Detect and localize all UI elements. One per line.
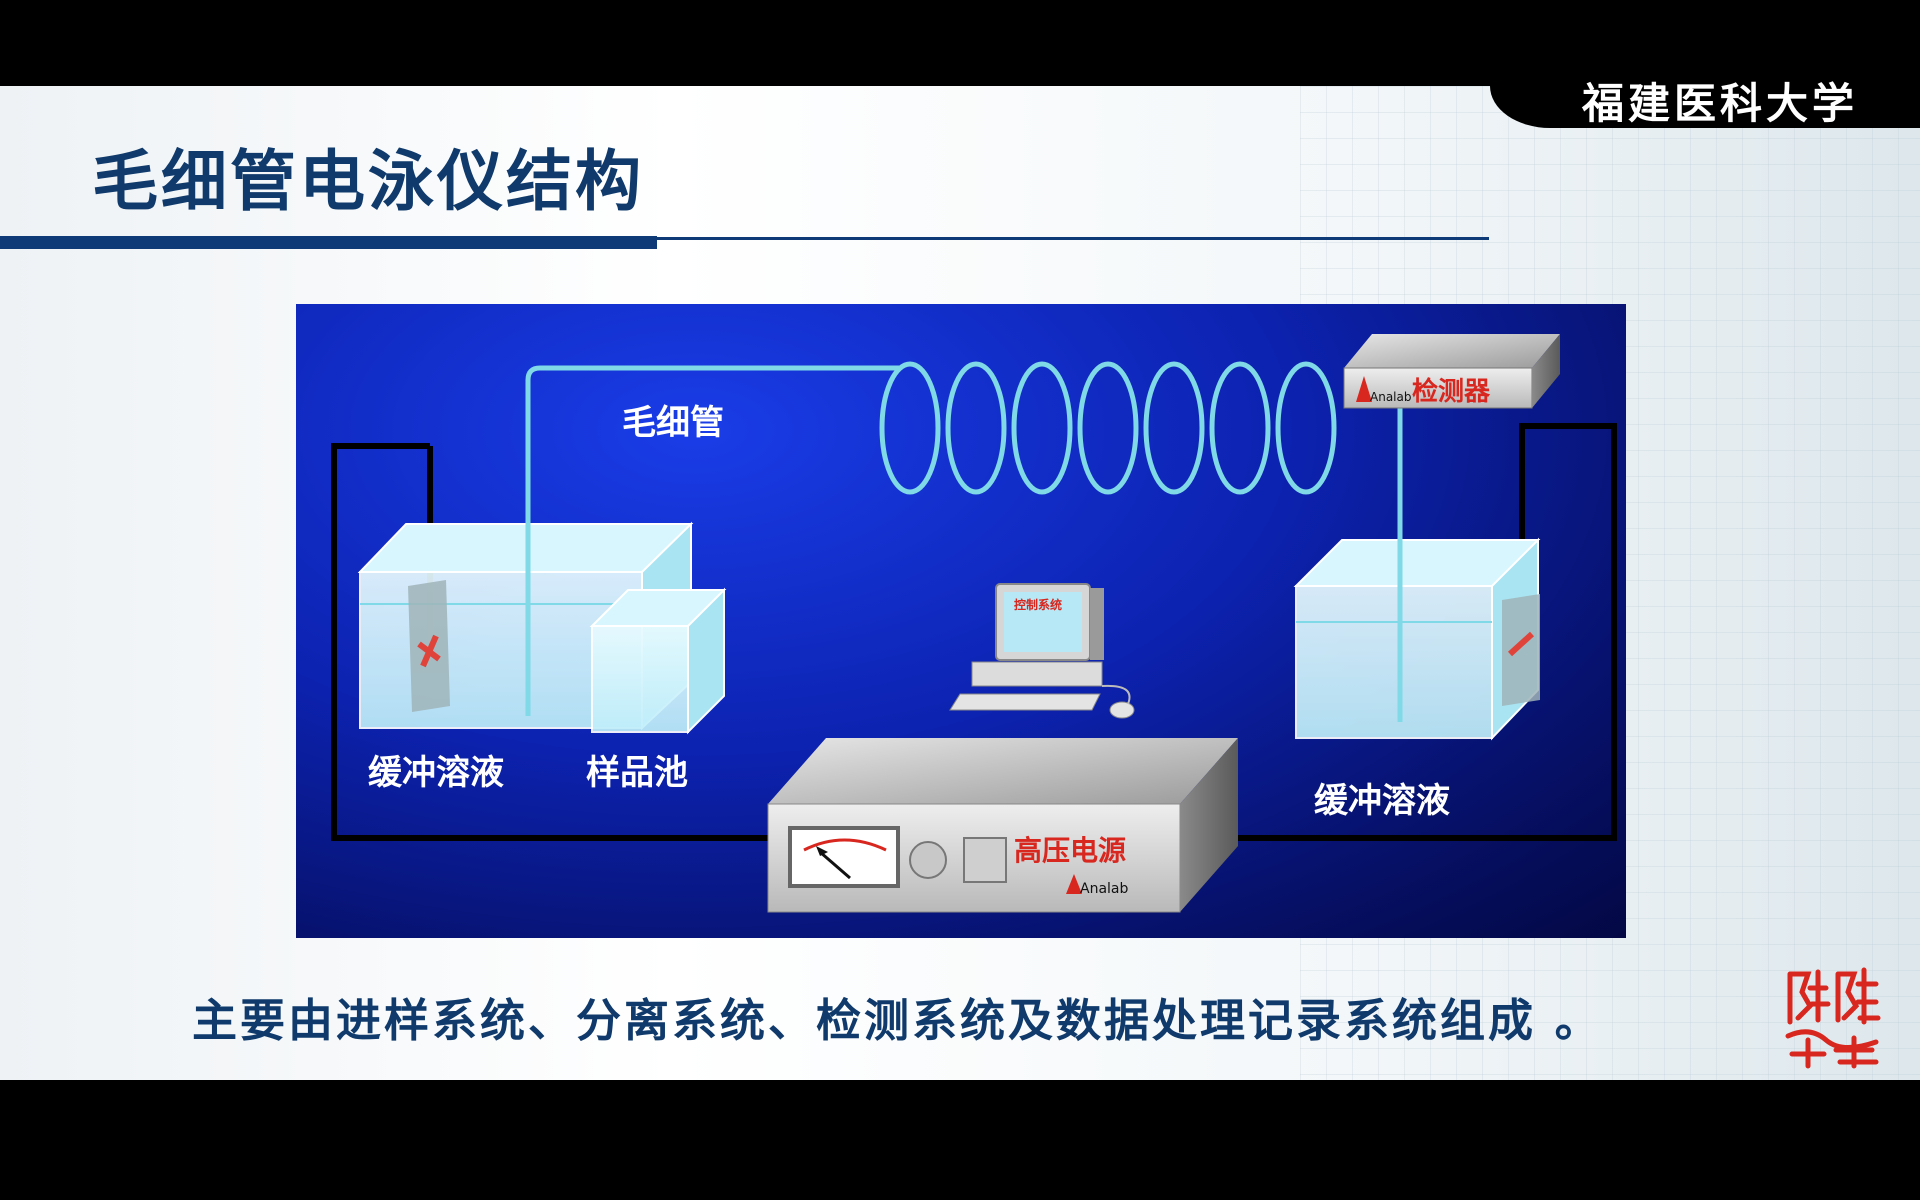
- switch-icon: [963, 837, 1007, 883]
- analab-logo-icon: [1356, 376, 1372, 402]
- ce-instrument-diagram: Analab 检测器 控制系统: [296, 304, 1626, 938]
- detector-label: 检测器: [1412, 376, 1491, 407]
- detector-unit: Analab 检测器: [1343, 334, 1560, 409]
- title-rule-thick: [0, 236, 657, 249]
- control-system-label: 控制系统: [1014, 597, 1062, 612]
- detector-brand-label: Analab: [1370, 390, 1411, 404]
- buffer-right-label: 缓冲溶液: [1314, 781, 1450, 821]
- header-tab: [1490, 86, 1920, 128]
- hv-power-label: 高压电源: [1014, 834, 1126, 867]
- control-computer: 控制系统: [949, 583, 1135, 719]
- page-title: 毛细管电泳仪结构: [92, 142, 644, 220]
- diagram-svg: Analab 检测器 控制系统: [331, 334, 1617, 913]
- sample-pool-label: 样品池: [586, 753, 688, 793]
- sample-pool: [589, 587, 727, 735]
- university-name: 福建医科大学: [1581, 79, 1858, 128]
- buffer-left-label: 缓冲溶液: [368, 753, 504, 793]
- seal-stamp-icon: [1785, 967, 1881, 1069]
- analab-logo-icon: [1066, 874, 1082, 894]
- summary-caption: 主要由进样系统、分离系统、检测系统及数据处理记录系统组成 。: [192, 994, 1603, 1047]
- slide: 毛细管电泳仪结构: [0, 86, 1920, 1080]
- title-rule-thin: [657, 237, 1489, 240]
- buffer-tank-right: [1293, 537, 1541, 741]
- voltmeter-dial: [788, 826, 900, 888]
- power-brand-label: Analab: [1080, 881, 1128, 897]
- capillary-label: 毛细管: [622, 403, 724, 443]
- knob-icon: [909, 841, 947, 879]
- hv-power-supply: 高压电源 Analab: [767, 738, 1238, 913]
- capillary-tube: [525, 361, 1403, 722]
